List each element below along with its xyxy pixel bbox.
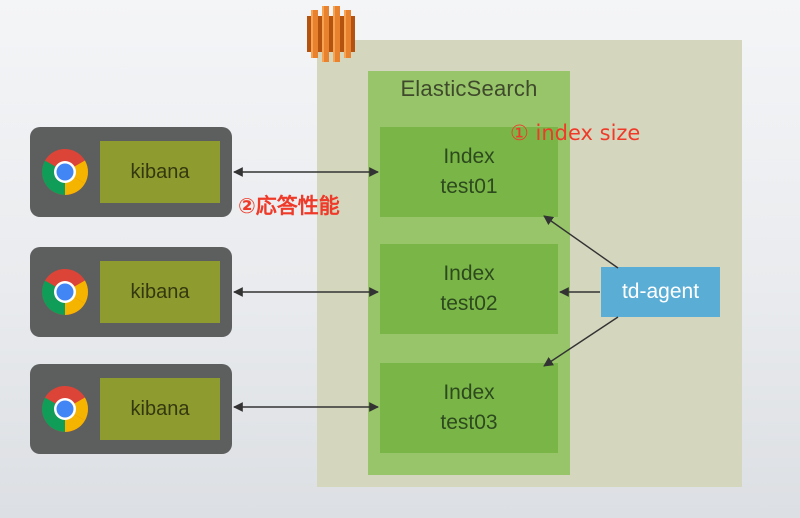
annotation-index-size: ① index size: [510, 121, 641, 145]
kibana-client-1: kibana: [30, 127, 232, 217]
index-test02: Index test02: [380, 244, 558, 334]
annotation-response-performance: ②応答性能: [238, 194, 340, 218]
kibana-label: kibana: [100, 261, 220, 323]
chrome-icon: [41, 269, 89, 315]
index-label: Index: [443, 381, 495, 404]
aws-ec2-icon: [307, 6, 355, 62]
index-name: test01: [440, 175, 498, 198]
kibana-label: kibana: [100, 378, 220, 440]
index-name: test02: [440, 292, 498, 315]
cluster-title: ElasticSearch: [400, 76, 538, 101]
td-agent-box: td-agent: [601, 267, 720, 317]
kibana-label: kibana: [100, 141, 220, 203]
index-label: Index: [443, 262, 495, 285]
index-test03: Index test03: [380, 363, 558, 453]
index-name: test03: [440, 411, 498, 434]
index-label: Index: [443, 145, 495, 168]
chrome-icon: [41, 149, 89, 195]
chrome-icon: [41, 386, 89, 432]
index-test01: Index test01: [380, 127, 558, 217]
kibana-client-2: kibana: [30, 247, 232, 337]
kibana-client-3: kibana: [30, 364, 232, 454]
